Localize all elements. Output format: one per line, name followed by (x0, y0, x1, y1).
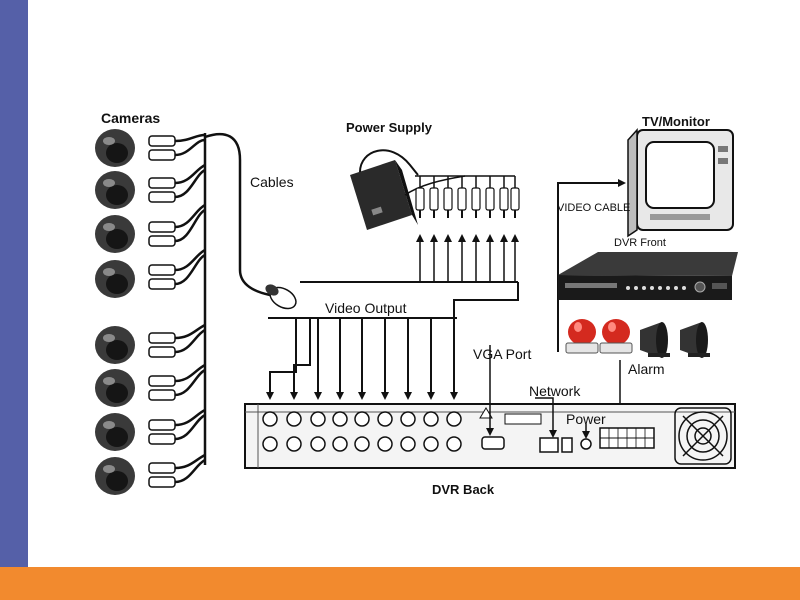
dvr-back-label: DVR Back (432, 482, 495, 497)
cameras-label: Cameras (101, 110, 160, 126)
dome-camera-icon (95, 215, 135, 253)
power-plug-tips (419, 210, 516, 218)
bnc-connector-icon (148, 462, 176, 488)
alarm-terminal-block (599, 427, 655, 449)
power-label: Power (566, 411, 606, 427)
vga-port (479, 407, 542, 450)
bnc-connector-icon (148, 221, 176, 247)
siren-speaker-icon (680, 322, 710, 358)
network-label: Network (529, 383, 581, 399)
dome-camera-icon (95, 369, 135, 407)
bnc-ports-top (262, 411, 462, 427)
network-port (539, 437, 573, 453)
fan-grille-icon (674, 407, 732, 465)
dome-camera-icon (95, 326, 135, 364)
camera-cables (174, 132, 271, 484)
dome-camera-icon (95, 260, 135, 298)
bnc-connector-icon (148, 177, 176, 203)
bnc-connector-icon (148, 135, 176, 161)
camera-group (95, 129, 135, 495)
bnc-connector-icon (265, 284, 297, 310)
dome-camera-icon (95, 171, 135, 209)
bnc-ports-bottom (262, 436, 462, 452)
vga-port-label: VGA Port (473, 346, 531, 362)
tv-monitor-label: TV/Monitor (642, 114, 710, 129)
power-arrows (416, 234, 519, 282)
alarm-light-icon (565, 319, 599, 354)
power-port (580, 438, 592, 450)
siren-speaker-icon (640, 322, 670, 358)
crt-monitor-icon (627, 128, 734, 238)
bnc-connector-icon (148, 264, 176, 290)
bnc-connector-icon (148, 375, 176, 401)
power-splitter-cables (404, 175, 516, 196)
bottom-accent-bar (0, 567, 800, 600)
dvr-front-label: DVR Front (614, 237, 666, 249)
cables-label: Cables (250, 174, 294, 190)
left-accent-bar (0, 0, 28, 567)
power-plugs (415, 187, 520, 211)
video-cable-label: VIDEO CABLE (557, 202, 630, 214)
alarm-label: Alarm (628, 361, 665, 377)
bnc-connector-icon (148, 419, 176, 445)
dome-camera-icon (95, 413, 135, 451)
power-supply-label: Power Supply (346, 120, 433, 135)
camera-connectors (148, 135, 176, 488)
video-output-arrows (266, 282, 519, 400)
video-output-label: Video Output (325, 300, 407, 316)
network-link-line (535, 397, 557, 438)
alarm-light-icon (599, 319, 633, 354)
power-adapter-icon (350, 149, 419, 230)
dome-camera-icon (95, 129, 135, 167)
dvr-unit-icon (558, 252, 738, 300)
bnc-connector-icon (148, 332, 176, 358)
dome-camera-icon (95, 457, 135, 495)
